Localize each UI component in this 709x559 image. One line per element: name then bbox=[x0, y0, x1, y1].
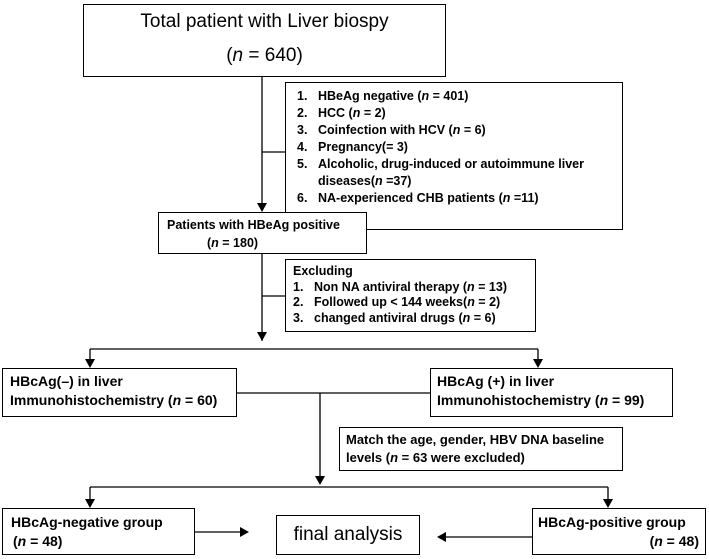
n-symbol: n bbox=[232, 45, 244, 66]
count-value: = 180 bbox=[218, 236, 254, 250]
positive-group-count: (n = 48) bbox=[649, 533, 699, 549]
n-symbol: n bbox=[462, 310, 471, 325]
item-number: 3. bbox=[297, 123, 308, 137]
hbcag-negative-ihc-line2: Immunohistochemistry (n = 60) bbox=[10, 391, 236, 410]
total-patient-box: Total patient with Liver biospy (n = 640… bbox=[83, 4, 446, 77]
arrowhead-pos-ihc bbox=[533, 359, 543, 368]
arrowhead-neg-group bbox=[85, 499, 95, 508]
item-text: HCC ( bbox=[318, 106, 353, 120]
exclusion-item: 3. changed antiviral drugs (n = 6) bbox=[293, 311, 529, 327]
n-symbol: n bbox=[421, 89, 430, 103]
exclusion-list-2: 1.Non NA antiviral therapy (n = 13)2.Fol… bbox=[293, 280, 529, 327]
hbeag-positive-label: Patients with HBeAg positive bbox=[167, 218, 340, 232]
arrowhead-split bbox=[257, 332, 267, 341]
matching-criteria-box: Match the age, gender, HBV DNA baseline … bbox=[339, 427, 623, 471]
exclusion-item: 2. HCC (n = 2) bbox=[297, 105, 614, 122]
arrowhead-final-left bbox=[240, 527, 249, 537]
item-count: = 2) bbox=[360, 106, 386, 120]
n-symbol: n bbox=[390, 450, 399, 465]
matching-line1: Match the age, gender, HBV DNA baseline bbox=[346, 432, 605, 447]
exclusion-item: 1. HBeAg negative (n = 401) bbox=[297, 88, 614, 105]
exclusion-list-1: 1.HBeAg negative (n = 401)2.HCC (n = 2)3… bbox=[297, 88, 614, 207]
item-text: Alcoholic, drug-induced or autoimmune li… bbox=[318, 157, 584, 188]
total-patient-title: Total patient with Liver biospy bbox=[140, 11, 389, 32]
n-symbol: n bbox=[211, 236, 219, 250]
n-symbol: n bbox=[352, 106, 361, 120]
negative-group-label: HBcAg-negative group bbox=[11, 514, 163, 530]
item-count: = 401) bbox=[429, 89, 469, 103]
count-value: = 99) bbox=[608, 392, 645, 408]
ihc-label: Immunohistochemistry ( bbox=[437, 392, 600, 408]
exclusion-item: 5. Alcoholic, drug-induced or autoimmune … bbox=[297, 156, 614, 190]
item-count: = 6) bbox=[460, 123, 486, 137]
item-text: Followed up < 144 weeks( bbox=[314, 295, 468, 309]
item-number: 1. bbox=[297, 89, 308, 103]
item-number: 3. bbox=[293, 310, 304, 325]
item-text: HBeAg negative ( bbox=[318, 89, 422, 103]
n-symbol: n bbox=[502, 191, 511, 205]
item-text: Non NA antiviral therapy ( bbox=[314, 279, 468, 294]
item-text: changed antiviral drugs ( bbox=[314, 310, 463, 325]
n-symbol: n bbox=[467, 295, 475, 309]
item-number: 2. bbox=[293, 295, 304, 309]
arrowhead-hbeag bbox=[257, 203, 267, 212]
n-symbol: n bbox=[599, 392, 609, 408]
item-count: = 13) bbox=[474, 279, 507, 294]
matching-label: levels ( bbox=[346, 450, 391, 465]
final-analysis-box: final analysis bbox=[276, 515, 420, 555]
item-count: = 6) bbox=[470, 310, 496, 325]
hbcag-negative-group-box: HBcAg-negative group (n = 48) bbox=[2, 508, 195, 555]
item-count: =37) bbox=[382, 174, 412, 188]
item-count: = 2) bbox=[474, 295, 501, 309]
ihc-label: Immunohistochemistry ( bbox=[10, 392, 173, 408]
exclusion-item: 1. Non NA antiviral therapy (n = 13) bbox=[293, 280, 529, 296]
count-value: = 63 were excluded) bbox=[398, 450, 525, 465]
item-number: 2. bbox=[297, 106, 308, 120]
item-number: 6. bbox=[297, 191, 308, 205]
item-number: 1. bbox=[293, 279, 304, 294]
final-analysis-label: final analysis bbox=[293, 524, 403, 545]
arrowhead-final-right bbox=[437, 532, 446, 542]
item-number: 4. bbox=[297, 140, 308, 154]
arrowhead-neg-ihc bbox=[85, 359, 95, 368]
count-value: = 48) bbox=[26, 533, 63, 549]
n-symbol: n bbox=[172, 392, 182, 408]
exclusion-item: 2. Followed up < 144 weeks(n = 2) bbox=[293, 295, 529, 311]
hbcag-negative-ihc-line1: HBcAg(–) in liver bbox=[10, 373, 123, 389]
arrowhead-merge bbox=[315, 476, 325, 485]
arrowhead-pos-group bbox=[603, 499, 613, 508]
hbcag-positive-ihc-line2: Immunohistochemistry (n = 99) bbox=[437, 391, 672, 410]
n-symbol: n bbox=[654, 533, 663, 549]
excluding-heading: Excluding bbox=[293, 264, 353, 278]
n-symbol: n bbox=[17, 533, 27, 549]
item-text: Coinfection with HCV ( bbox=[318, 123, 453, 137]
hbeag-positive-count: (n = 180) bbox=[207, 236, 259, 250]
n-symbol: n bbox=[452, 123, 461, 137]
item-text: Pregnancy(= 3) bbox=[318, 140, 408, 154]
positive-group-label: HBcAg-positive group bbox=[538, 514, 686, 530]
hbcag-positive-group-box: HBcAg-positive group (n = 48) bbox=[532, 508, 706, 555]
total-patient-count: (n = 640) bbox=[226, 45, 303, 66]
n-symbol: n bbox=[467, 279, 475, 294]
n-symbol: n bbox=[374, 174, 383, 188]
negative-group-count: (n = 48) bbox=[13, 533, 63, 549]
hbcag-negative-ihc-box: HBcAg(–) in liver Immunohistochemistry (… bbox=[2, 368, 237, 417]
hbeag-positive-box: Patients with HBeAg positive (n = 180) bbox=[158, 212, 367, 254]
exclusion-criteria-box-1: 1.HBeAg negative (n = 401)2.HCC (n = 2)3… bbox=[285, 82, 623, 230]
matching-line2: levels (n = 63 were excluded) bbox=[346, 449, 622, 467]
exclusion-item: 3. Coinfection with HCV (n = 6) bbox=[297, 122, 614, 139]
item-number: 5. bbox=[297, 157, 308, 171]
item-text: NA-experienced CHB patients ( bbox=[318, 191, 503, 205]
exclusion-item: 6. NA-experienced CHB patients (n =11) bbox=[297, 190, 614, 207]
count-value: = 640 bbox=[243, 45, 297, 66]
item-count: =11) bbox=[510, 191, 539, 205]
hbcag-positive-ihc-line1: HBcAg (+) in liver bbox=[437, 373, 555, 389]
exclusion-item: 4. Pregnancy(= 3) bbox=[297, 139, 614, 156]
count-value: = 48) bbox=[662, 533, 699, 549]
hbcag-positive-ihc-box: HBcAg (+) in liver Immunohistochemistry … bbox=[430, 368, 673, 417]
exclusion-criteria-box-2: Excluding 1. Non NA antiviral therapy (n … bbox=[285, 259, 536, 332]
count-value: = 60) bbox=[181, 392, 218, 408]
